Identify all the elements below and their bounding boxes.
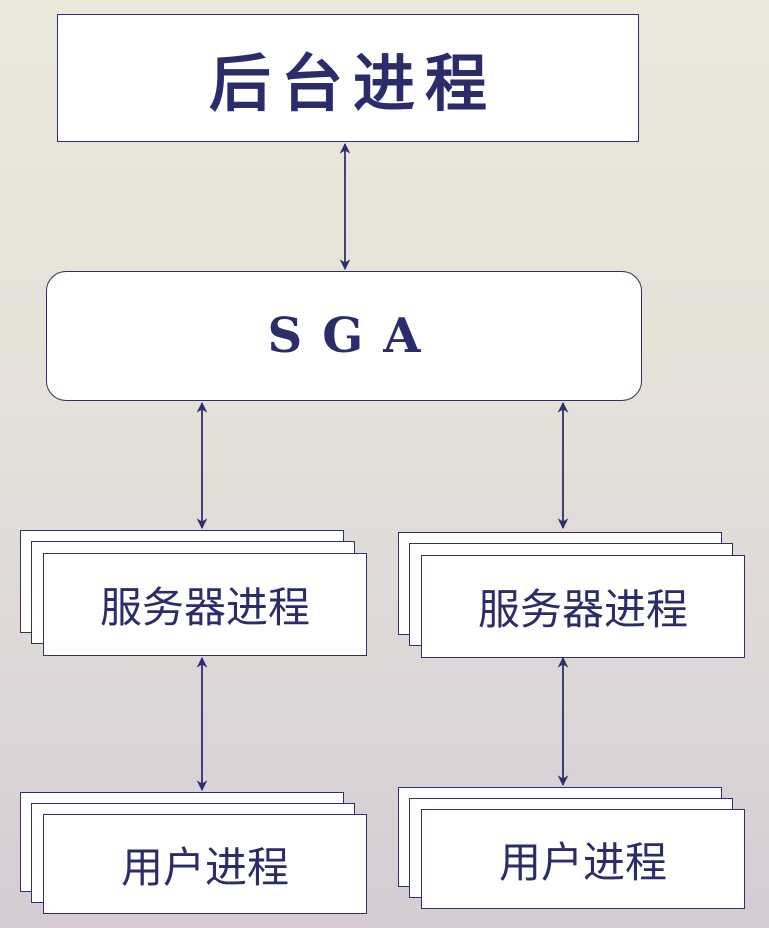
server-process-label: 服务器进程 bbox=[477, 585, 688, 634]
user-process-label: 用户进程 bbox=[498, 837, 667, 887]
sga-label: SGA bbox=[267, 308, 441, 364]
user-process-box-left: 用户进程 bbox=[43, 814, 367, 914]
server-process-box-right: 服务器进程 bbox=[421, 555, 745, 658]
user-process-box-right: 用户进程 bbox=[421, 809, 745, 909]
server-process-box-left: 服务器进程 bbox=[43, 553, 367, 656]
server-process-label: 服务器进程 bbox=[99, 583, 310, 632]
user-process-label: 用户进程 bbox=[120, 842, 289, 892]
background-process-box: 后台进程 bbox=[57, 14, 639, 142]
background-process-label: 后台进程 bbox=[208, 47, 497, 120]
sga-box: SGA bbox=[46, 271, 642, 401]
